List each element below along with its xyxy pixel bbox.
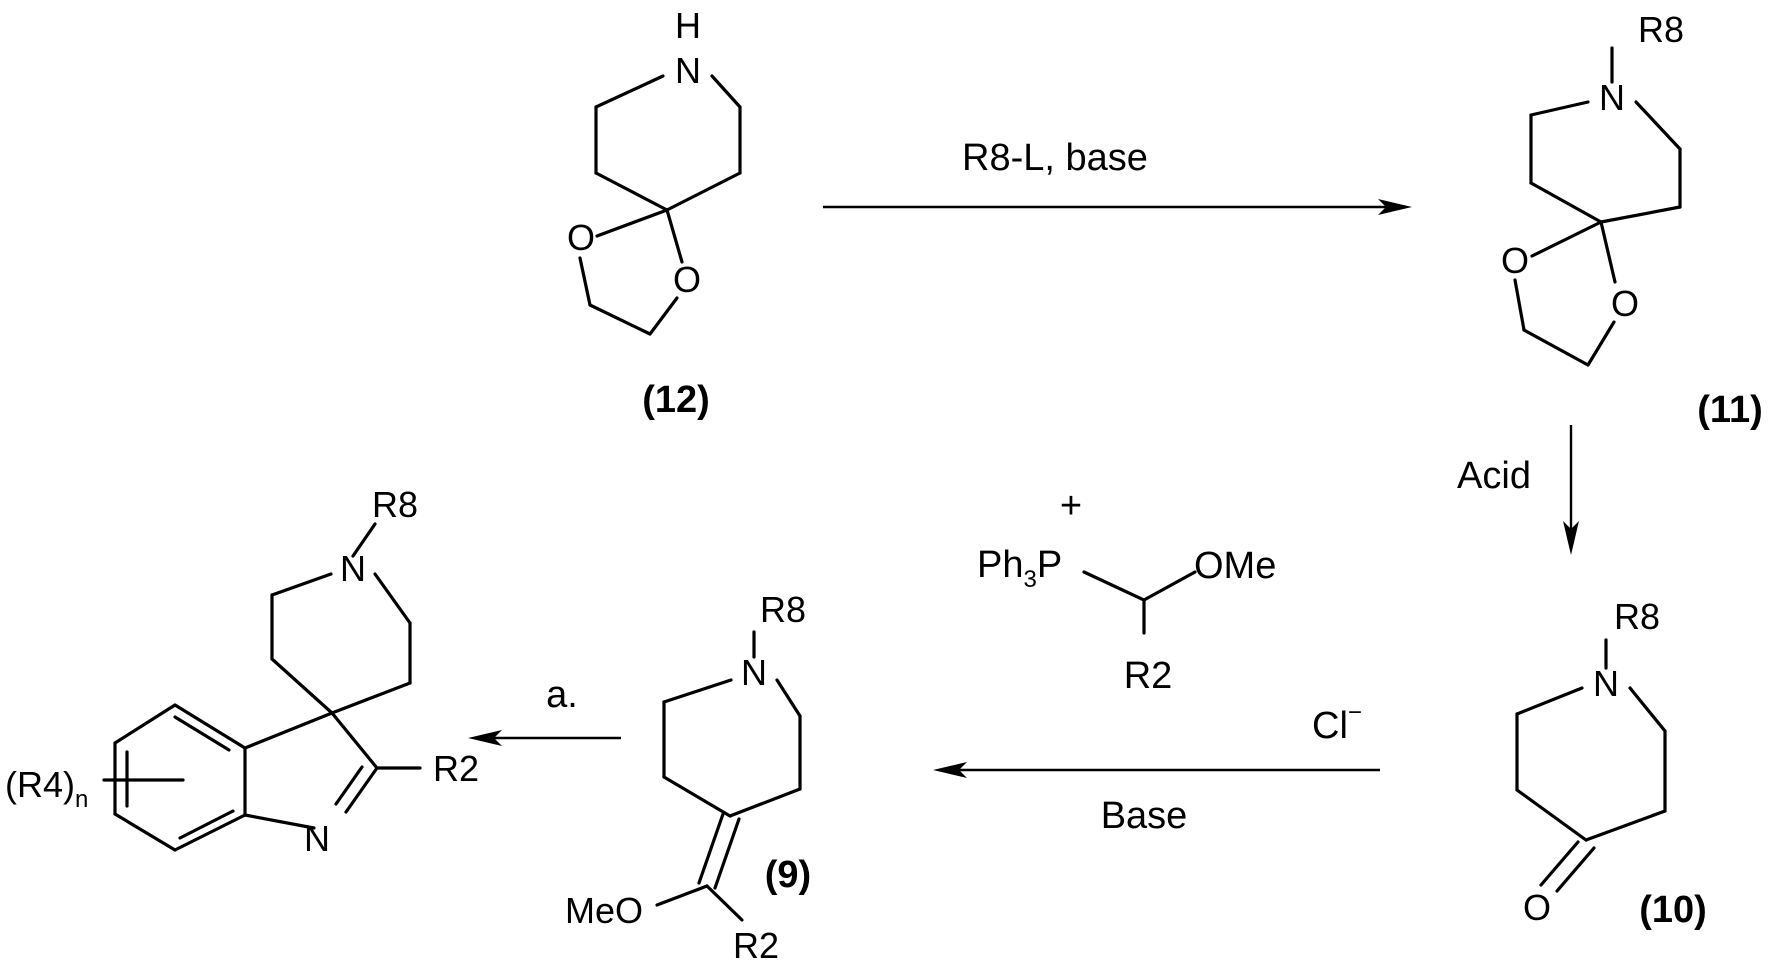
- compound-9-r2-group: R2: [733, 925, 779, 966]
- product-r8-group: R8: [372, 484, 418, 525]
- arrow-11-to-10: [1563, 425, 1579, 555]
- compound-10: R8 N O (10): [1517, 596, 1707, 931]
- compound-9-r8-group: R8: [760, 589, 806, 630]
- compound-10-label: (10): [1639, 889, 1707, 931]
- arrow-9-to-product: [468, 730, 621, 746]
- product-r4n-substituent: (R4)n: [5, 764, 88, 813]
- reagent-a: a.: [546, 674, 578, 716]
- compound-9-n-atom: N: [741, 652, 767, 693]
- compound-9-label: (9): [765, 854, 811, 896]
- wittig-c-ome-bond: [1144, 572, 1195, 600]
- compound-12-h-atom: H: [675, 5, 701, 46]
- compound-10-n-atom: N: [1593, 663, 1619, 704]
- compound-11-label: (11): [1697, 389, 1762, 431]
- compound-9: R8 N MeO R2 (9): [565, 589, 811, 966]
- compound-product: R8 N R2 N (R4)n: [5, 484, 479, 859]
- compound-10-o-atom: O: [1523, 887, 1551, 928]
- reagent-acid: Acid: [1457, 455, 1531, 497]
- compound-9-meo-group: MeO: [565, 890, 643, 931]
- product-bonds: [104, 524, 420, 850]
- arrow-12-to-11: [823, 199, 1412, 215]
- wittig-ph3p-group: Ph3P: [977, 544, 1062, 593]
- compound-12-n-atom: N: [675, 50, 701, 91]
- compound-11-r8-group: R8: [1638, 9, 1684, 50]
- wittig-r2-group: R2: [1124, 655, 1173, 697]
- compound-12-bonds: [580, 76, 740, 334]
- compound-10-bonds: [1517, 640, 1665, 891]
- wittig-chloride: Cl−: [1312, 699, 1362, 747]
- compound-11: R8 N O O (11): [1501, 9, 1763, 431]
- compound-10-r8-group: R8: [1614, 596, 1660, 637]
- compound-11-bonds: [1515, 48, 1680, 365]
- arrow-10-to-9: [933, 762, 1380, 778]
- product-piperidine-n-atom: N: [340, 548, 366, 589]
- compound-12-o-atom-right: O: [673, 259, 701, 300]
- product-r2-group: R2: [433, 748, 479, 789]
- compound-11-n-atom: N: [1599, 77, 1625, 118]
- wittig-p-c-bond: [1084, 572, 1144, 600]
- compound-12: H N O O (12): [567, 5, 740, 421]
- reagent-r8-l-base: R8-L, base: [962, 137, 1148, 179]
- compound-12-o-atom-left: O: [567, 217, 595, 258]
- wittig-reagent: + Ph3P OMe R2 Cl−: [977, 485, 1362, 747]
- wittig-phosphonium-plus: +: [1060, 485, 1082, 527]
- wittig-ome-group: OMe: [1194, 545, 1276, 587]
- compound-12-label: (12): [642, 379, 710, 421]
- compound-11-o-atom-left: O: [1501, 240, 1529, 281]
- reagent-base: Base: [1101, 795, 1188, 837]
- compound-11-o-atom-right: O: [1611, 283, 1639, 324]
- product-indole-n-atom: N: [304, 818, 330, 859]
